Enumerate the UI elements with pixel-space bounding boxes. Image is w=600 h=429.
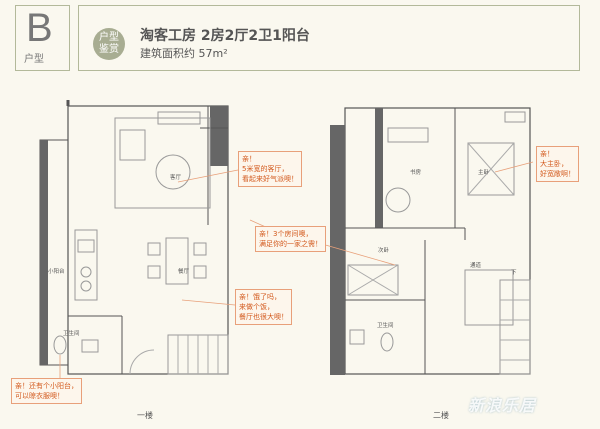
header-info-box <box>78 5 580 71</box>
note-line: 大主卧， <box>540 160 568 168</box>
header-type-box <box>15 5 70 71</box>
note-living: 亲！ 5米宽的客厅， 看起来好气派噢！ <box>238 151 302 187</box>
note-line: 亲！饿了吗， <box>239 293 281 301</box>
note-line: 来做个饭， <box>239 303 274 311</box>
room-living: 客厅 <box>170 175 182 181</box>
note-line: 亲！还有个小阳台， <box>15 382 78 390</box>
note-line: 亲！ <box>540 150 554 158</box>
note-line: 可以晾衣服噢！ <box>15 392 64 400</box>
room-dining: 餐厅 <box>178 269 190 275</box>
area-text: 建筑面积约 57m² <box>140 47 228 60</box>
page-title: 淘客工房 2房2厅2卫1阳台 <box>140 28 310 44</box>
badge-line2: 鉴赏 <box>99 44 119 55</box>
note-balcony: 亲！还有个小阳台， 可以晾衣服噢！ <box>11 378 82 404</box>
note-line: 餐厅也很大噢！ <box>239 313 288 321</box>
room-master: 主卧 <box>478 170 490 176</box>
unit-type-letter: B <box>26 6 53 50</box>
floor-label-second: 二楼 <box>433 411 449 420</box>
room-hall: 通道 <box>470 263 482 269</box>
first-floor-plan <box>39 100 229 375</box>
note-dining: 亲！饿了吗， 来做个饭， 餐厅也很大噢！ <box>235 289 292 325</box>
note-line: 5米宽的客厅， <box>242 165 289 173</box>
stair-down: 下 <box>511 270 517 276</box>
note-rooms: 亲！3个房间噢， 满足你的一家之需！ <box>255 226 326 252</box>
room-second: 次卧 <box>378 248 390 254</box>
unit-type-label: 户型 <box>24 54 44 65</box>
note-line: 好宽敞啊！ <box>540 170 575 178</box>
room-bath2: 卫生间 <box>377 323 394 329</box>
room-bath1: 卫生间 <box>63 331 80 337</box>
note-line: 亲！ <box>242 155 256 163</box>
note-line: 亲！3个房间噢， <box>259 230 313 238</box>
badge-line1: 户型 <box>99 32 119 43</box>
room-study: 书房 <box>410 170 422 176</box>
floor-label-first: 一楼 <box>137 411 153 420</box>
note-master: 亲！ 大主卧， 好宽敞啊！ <box>536 146 579 182</box>
appreciation-badge: 户型 鉴赏 <box>93 28 125 60</box>
note-line: 满足你的一家之需！ <box>259 240 322 248</box>
watermark: 新浪乐居 <box>468 396 537 415</box>
note-line: 看起来好气派噢！ <box>242 175 298 183</box>
second-floor-plan <box>330 107 531 375</box>
room-balcony: 小阳台 <box>48 269 65 275</box>
